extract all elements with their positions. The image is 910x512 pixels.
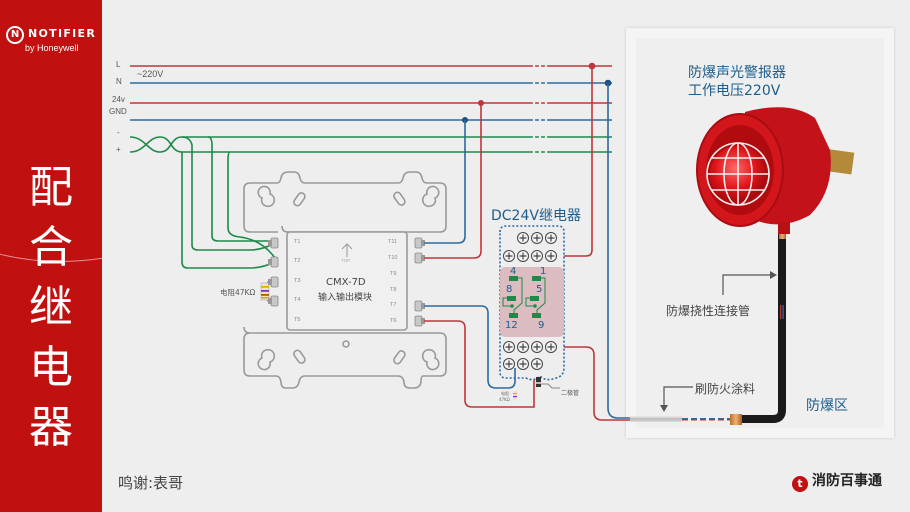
terminal-T8: T8 — [390, 287, 397, 293]
contact-9: 9 — [538, 320, 545, 331]
relay-screws-top — [502, 231, 558, 263]
terminal-T10: T10 — [388, 255, 398, 261]
module-output-wires — [424, 66, 630, 421]
bus-label-plus: + — [116, 145, 121, 154]
relay-dotted-outline — [499, 225, 565, 381]
module-model: CMX-7D — [326, 277, 366, 288]
arrow-head — [660, 405, 668, 412]
coating-arrow — [663, 386, 693, 405]
relay-screws-bottom — [502, 340, 558, 371]
alarm-title-line2: 工作电压220V — [688, 83, 781, 99]
terminal-T4: T4 — [294, 297, 301, 303]
terminal-T11: T11 — [388, 239, 398, 245]
brand-name: 消防百事通 — [812, 473, 882, 489]
terminal-T1: T1 — [294, 239, 301, 245]
terminal-T3: T3 — [294, 278, 301, 284]
contact-4: 4 — [510, 266, 517, 277]
credit-text: 鸣谢:表哥 — [118, 474, 184, 492]
page-title: 配 合 继 电 器 — [0, 158, 102, 458]
contact-12: 12 — [505, 320, 518, 331]
flexible-conduit — [630, 229, 786, 425]
zone-label: 防爆区 — [806, 398, 848, 414]
diode — [536, 377, 560, 389]
relay-resistor-label-1: 电阻 — [501, 391, 509, 396]
terminal-T5: T5 — [294, 317, 301, 323]
module-body — [286, 231, 408, 331]
title-char: 电 — [29, 342, 73, 393]
twisted-pair — [129, 136, 183, 153]
explosion-proof-zone-panel — [626, 28, 894, 438]
relay-resistor-label-2: 47KΩ — [499, 397, 510, 402]
terminal-T6: T6 — [390, 318, 397, 324]
terminal-T7: T7 — [390, 302, 397, 308]
title-char: 合 — [29, 222, 73, 273]
diode-label: 二极管 — [561, 390, 580, 397]
title-char: 器 — [29, 402, 73, 453]
terminal-T9: T9 — [390, 271, 397, 277]
resistor-label: 电阻47KΩ — [220, 288, 256, 297]
module-left-terminals — [267, 237, 279, 307]
relay-resistor — [513, 391, 517, 400]
module-right-terminals — [414, 237, 426, 327]
line-break-marks — [532, 62, 548, 156]
relay-title: DC24V继电器 — [491, 208, 581, 224]
zone-inner — [636, 38, 884, 428]
logo-brand: NOTIFIER — [28, 27, 97, 40]
bus-label-minus: - — [117, 128, 120, 137]
title-char: 继 — [29, 282, 73, 333]
brand-logo-icon: t — [792, 476, 808, 492]
bus-label-L: L — [116, 60, 121, 69]
signal-wires — [181, 136, 276, 269]
title-char: 配 — [29, 162, 73, 213]
logo-subtitle: by Honeywell — [25, 43, 79, 53]
relay-contacts — [507, 276, 541, 318]
notifier-logo-icon: N — [6, 26, 24, 44]
bus-label-GND: GND — [109, 107, 127, 116]
contact-1: 1 — [540, 266, 547, 277]
bus-label-N: N — [116, 77, 122, 86]
top-arrow-icon — [341, 243, 353, 257]
contact-5: 5 — [536, 284, 543, 295]
bus-label-24v: 24v — [112, 95, 125, 104]
voltage-note: ~220V — [137, 69, 164, 79]
sidebar: N NOTIFIER by Honeywell 配 合 继 电 器 — [0, 0, 102, 512]
top-marker: TOP — [341, 258, 351, 263]
contact-8: 8 — [506, 284, 513, 295]
module-name: 输入输出模块 — [318, 293, 373, 303]
bus-lines — [129, 62, 612, 156]
explosion-proof-alarm — [696, 107, 855, 234]
arrow-head — [770, 271, 777, 279]
conduit-arrow — [722, 274, 770, 295]
module-mount-plate — [243, 171, 447, 389]
dc24v-relay — [499, 225, 565, 400]
terminal-T2: T2 — [294, 258, 301, 264]
coating-label: 刷防火涂料 — [695, 382, 756, 396]
relay-contact-lines — [502, 277, 546, 313]
conduit-label: 防爆挠性连接管 — [666, 304, 751, 318]
relay-contact-area — [500, 267, 564, 337]
fireproof-coated-section — [630, 416, 682, 422]
alarm-title-line1: 防爆声光警报器 — [688, 65, 786, 81]
decorative-arc — [0, 0, 102, 262]
